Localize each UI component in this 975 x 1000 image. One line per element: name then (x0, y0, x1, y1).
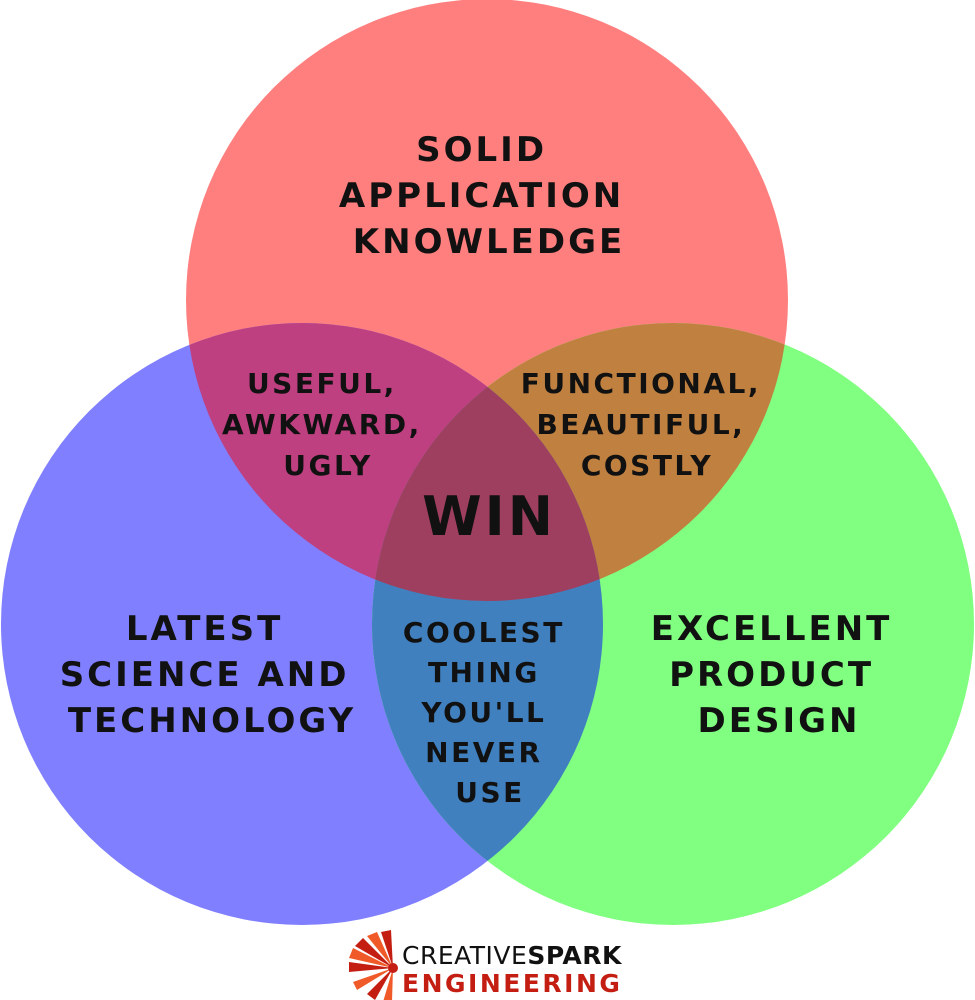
label-lr-line-2: THING (428, 656, 540, 689)
label-tl-line-3: UGLY (283, 449, 372, 482)
label-center-win: WIN (422, 485, 556, 548)
label-top-line-1: SOLID (416, 130, 547, 170)
logo: CREATIVESPARK ENGINEERING (349, 930, 623, 1000)
spark-burst-icon (349, 930, 398, 1000)
label-top-circle: SOLID APPLICATION KNOWLEDGE (339, 130, 639, 262)
logo-wordmark-top: CREATIVESPARK (402, 941, 623, 970)
label-lr-line-4: NEVER (425, 736, 542, 769)
label-right-circle: EXCELLENT PRODUCT DESIGN (651, 609, 907, 741)
label-top-line-2: APPLICATION (339, 176, 624, 216)
label-tl-line-2: AWKWARD, (222, 408, 422, 441)
label-lr-line-3: YOU'LL (420, 696, 546, 729)
label-tr-line-3: COSTLY (581, 449, 713, 482)
label-lr-line-1: COOLEST (403, 616, 565, 649)
overlap-center (372, 323, 603, 601)
label-tl-line-1: USEFUL, (247, 367, 397, 400)
label-left-line-3: TECHNOLOGY (68, 701, 356, 741)
label-left-line-2: SCIENCE AND (60, 655, 350, 695)
label-tr-line-1: FUNCTIONAL, (521, 367, 761, 400)
logo-word-spark: SPARK (527, 941, 623, 970)
label-lr-line-5: USE (455, 776, 525, 809)
logo-word-creative: CREATIVE (402, 941, 527, 970)
label-right-line-2: PRODUCT (669, 655, 874, 695)
label-top-left-overlap: USEFUL, AWKWARD, UGLY (222, 367, 434, 482)
label-left-right-overlap: COOLEST THING YOU'LL NEVER USE (403, 616, 577, 809)
label-left-line-1: LATEST (126, 609, 283, 649)
label-tr-line-2: BEAUTIFUL, (536, 408, 745, 441)
label-right-line-3: DESIGN (698, 701, 861, 741)
label-top-right-overlap: FUNCTIONAL, BEAUTIFUL, COSTLY (521, 367, 774, 482)
logo-word-engineering: ENGINEERING (402, 969, 622, 998)
label-right-line-1: EXCELLENT (651, 609, 893, 649)
label-left-circle: LATEST SCIENCE AND TECHNOLOGY (60, 609, 365, 741)
label-top-line-3: KNOWLEDGE (353, 222, 625, 262)
